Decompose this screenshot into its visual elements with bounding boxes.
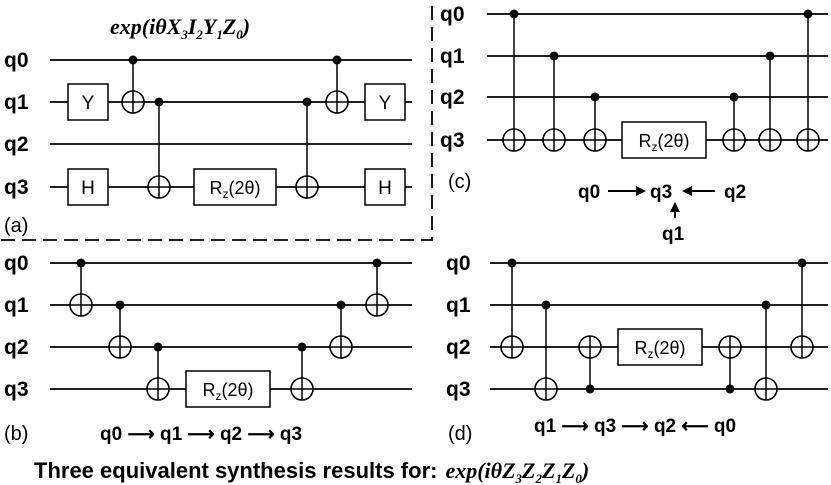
panel-b-rz-label: Rz(2θ) [202,380,253,403]
panel-d-q3-label: q3 [446,378,471,401]
panel-c-cnot4-control [729,92,739,102]
panel-a: exp(iθX3I2Y1Z0) q0 q1 q2 q3 Y H Rz(2θ) [4,14,412,237]
panel-d-cnot1-plus [501,336,523,358]
panel-c-cnot2-plus [543,129,565,151]
panel-a-cnot1-control [128,55,138,65]
panel-b-cnot5-control [336,300,346,310]
panel-d-cnot5-plus [755,378,777,400]
panel-c-flow-q0: q0 [578,182,600,203]
panel-b-q0-label: q0 [4,252,29,275]
panel-b-rz-gate [185,370,271,408]
panel-d-cnot6-control [797,258,807,268]
panel-c-cnot2-control [549,51,559,61]
panel-a-y-gate-left [67,83,109,121]
panel-c-q2-label: q2 [440,86,465,109]
panel-d-tag: (d) [448,423,472,445]
panel-a-q1-label: q1 [4,91,29,114]
panel-a-cnot2-plus [148,176,170,198]
panel-b-cnot2-plus [109,336,131,358]
panel-a-tag: (a) [4,215,28,237]
panel-c-flow-q3: q3 [650,182,672,203]
panel-d-cnot2-plus [535,378,557,400]
panel-b-cnot6-plus [366,294,388,316]
figure-caption: Three equivalent synthesis results for:e… [34,458,589,485]
panel-d-cnot1-control [507,258,517,268]
panel-a-rz-gate [193,168,277,206]
panel-b-cnot1-plus [70,294,92,316]
panel-c-q1-label: q1 [440,45,465,68]
panel-a-q0-label: q0 [4,49,29,72]
panel-c-cnot3-plus [584,129,606,151]
panel-c-tag: (c) [448,171,471,193]
panel-a-rz-label: Rz(2θ) [209,178,260,201]
panel-a-cnot1-plus [122,91,144,113]
panel-a-y-gate-right-label: Y [379,93,392,114]
panel-c-cnot5-control [765,51,775,61]
caption-expression: exp(iθZ3Z2Z1Z0) [445,458,589,485]
panel-a-h-gate-left [67,168,109,206]
panel-a-y-gate-left-label: Y [82,93,95,114]
panel-d-cnot4-plus [719,336,741,358]
panel-a-cnot3-plus [296,176,318,198]
panel-c: q0 q1 q2 q3 Rz(2θ) [440,3,828,245]
panel-a-cnot2-control [154,97,164,107]
panel-d-cnot4-control [725,384,735,394]
panel-d-flow: q1 ⟶ q3 ⟶ q2 ⟵ q0 [534,416,736,437]
panel-b-flow: q0 ⟶ q1 ⟶ q2 ⟶ q3 [100,424,302,445]
panel-d-rz-gate [617,328,703,366]
panel-d-cnot6-plus [791,336,813,358]
panel-b-q1-label: q1 [4,294,29,317]
panel-b-cnot1-control [76,258,86,268]
panel-c-cnot6-plus [797,129,819,151]
panel-c-flow-arrowhead-right [682,186,692,196]
panel-c-flow-q2: q2 [724,182,746,203]
panel-a-h-gate-right [364,168,406,206]
panel-b-cnot3-control [153,342,163,352]
panel-c-cnot1-control [509,9,519,19]
panel-c-cnot4-plus [723,129,745,151]
panel-c-q3-label: q3 [440,129,465,152]
panel-c-rz-label: Rz(2θ) [638,131,689,154]
panel-c-cnot6-control [803,9,813,19]
panel-c-cnot3-control [590,92,600,102]
panel-c-flow-q1: q1 [662,224,685,245]
panel-b-tag: (b) [4,423,28,445]
panel-a-cnot3-control [302,97,312,107]
panel-d-q1-label: q1 [446,294,471,317]
panel-c-q0-label: q0 [440,3,465,26]
panel-a-cnot4-control [332,55,342,65]
panel-a-y-gate-right [364,83,406,121]
panel-a-dashed-border [0,6,433,241]
panel-d-cnot2-control [541,300,551,310]
panel-c-cnot5-plus [759,129,781,151]
panel-b-cnot3-plus [147,378,169,400]
panel-b-q3-label: q3 [4,378,29,401]
panel-c-flow-arrowhead-left [636,186,646,196]
panel-d-cnot3-plus [579,336,601,358]
panel-d-rz-label: Rz(2θ) [634,338,685,361]
panel-b-cnot5-plus [330,336,352,358]
panel-a-h-gate-right-label: H [378,178,392,199]
panel-d-cnot5-control [761,300,771,310]
panel-a-q2-label: q2 [4,133,29,156]
panel-d: q0 q1 q2 q3 Rz(2θ) [446,252,828,445]
panel-b-cnot4-plus [291,378,313,400]
panel-a-h-gate-left-label: H [81,178,95,199]
panel-c-cnot1-plus [503,129,525,151]
panel-b-cnot2-control [115,300,125,310]
panel-a-title: exp(iθX3I2Y1Z0) [110,14,250,42]
panel-b: q0 q1 q2 q3 Rz(2θ) [4,252,412,445]
panel-b-q2-label: q2 [4,336,29,359]
panel-c-flow-arrowhead-up [670,202,680,212]
panel-c-rz-gate [621,121,707,159]
panel-b-cnot6-control [372,258,382,268]
panel-d-q0-label: q0 [446,252,471,275]
panel-b-cnot4-control [297,342,307,352]
panel-a-q3-label: q3 [4,176,29,199]
panel-a-cnot4-plus [326,91,348,113]
panel-d-cnot3-control [585,384,595,394]
panel-d-q2-label: q2 [446,336,471,359]
